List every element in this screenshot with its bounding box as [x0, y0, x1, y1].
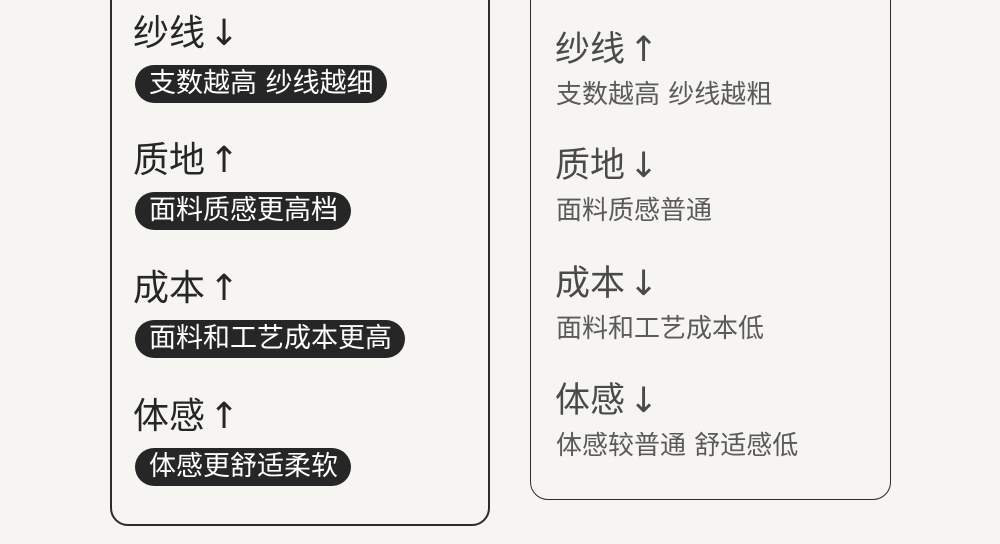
title-text: 体感	[555, 381, 626, 421]
item-title: 成本↓	[555, 264, 658, 304]
arrow-down-icon: ↓	[629, 264, 659, 304]
arrow-up-icon: ↑	[209, 140, 240, 181]
title-text: 纱线	[133, 13, 206, 54]
item-pill: 面料和工艺成本更高	[135, 320, 405, 358]
arrow-down-icon: ↓	[629, 381, 659, 421]
item-title: 成本↑	[133, 269, 239, 309]
item-description: 面料质感普通	[556, 196, 713, 226]
item-title: 体感↑	[133, 397, 239, 437]
title-text: 纱线	[555, 30, 626, 70]
arrow-up-icon: ↑	[209, 396, 240, 437]
arrow-up-icon: ↑	[209, 268, 240, 309]
item-title: 纱线↓	[133, 14, 239, 54]
arrow-down-icon: ↓	[629, 146, 659, 186]
item-pill: 体感更舒适柔软	[135, 448, 351, 486]
item-description: 面料和工艺成本低	[556, 314, 765, 344]
title-text: 成本	[555, 264, 626, 304]
comparison-card-left	[110, 0, 490, 526]
item-pill: 支数越高 纱线越细	[135, 65, 387, 103]
arrow-down-icon: ↓	[209, 13, 240, 54]
item-pill: 面料质感更高档	[135, 192, 351, 230]
item-title: 质地↓	[555, 146, 658, 186]
title-text: 体感	[133, 396, 206, 437]
item-title: 体感↓	[555, 381, 658, 421]
arrow-up-icon: ↑	[629, 30, 659, 70]
item-title: 纱线↑	[555, 30, 658, 70]
title-text: 成本	[133, 268, 206, 309]
comparison-card-right	[530, 0, 891, 500]
title-text: 质地	[133, 140, 206, 181]
item-title: 质地↑	[133, 141, 239, 181]
item-description: 体感较普通 舒适感低	[556, 431, 799, 461]
title-text: 质地	[555, 146, 626, 186]
item-description: 支数越高 纱线越粗	[556, 80, 773, 110]
